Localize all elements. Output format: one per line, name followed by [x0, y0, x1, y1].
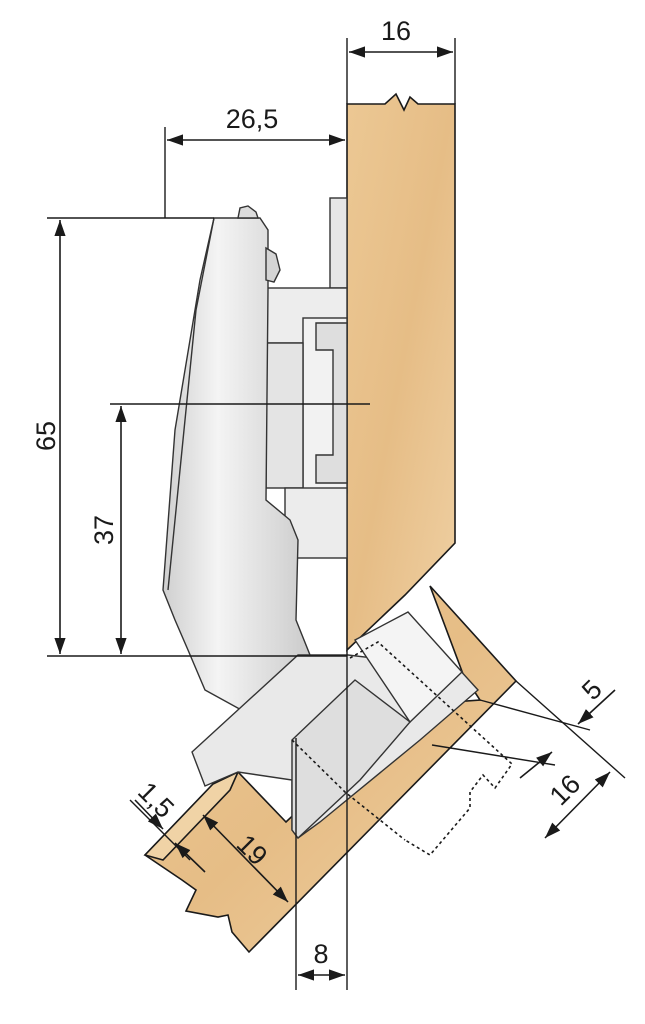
mounting-plate: [265, 197, 348, 559]
side-panel: [346, 92, 456, 652]
cup-recess-hidden: [349, 641, 514, 857]
dim-overlay-distance: 26,5: [164, 104, 345, 218]
dim-bottom-offset: 8: [295, 650, 348, 990]
dim-angled-panel-thickness-label: 16: [544, 769, 586, 811]
dim-overlay-distance-label: 26,5: [226, 104, 279, 134]
dim-hinge-height-label: 65: [31, 421, 61, 451]
dim-panel-thickness: 16: [346, 16, 456, 104]
dim-panel-thickness-label: 16: [381, 16, 411, 46]
hinge-adjust-screw: [265, 246, 281, 283]
hinge-cup-body: [291, 679, 412, 840]
cup-recess-hidden-2: [291, 739, 406, 841]
hinge-top-knob: [237, 205, 259, 219]
dim-hinge-height: 65: [31, 217, 347, 657]
dim-door-gap-label: 1,5: [132, 776, 180, 824]
dim-bottom-offset-label: 8: [313, 939, 328, 969]
dim-center-height-label: 37: [89, 515, 119, 545]
dim-center-height: 37: [89, 406, 127, 654]
